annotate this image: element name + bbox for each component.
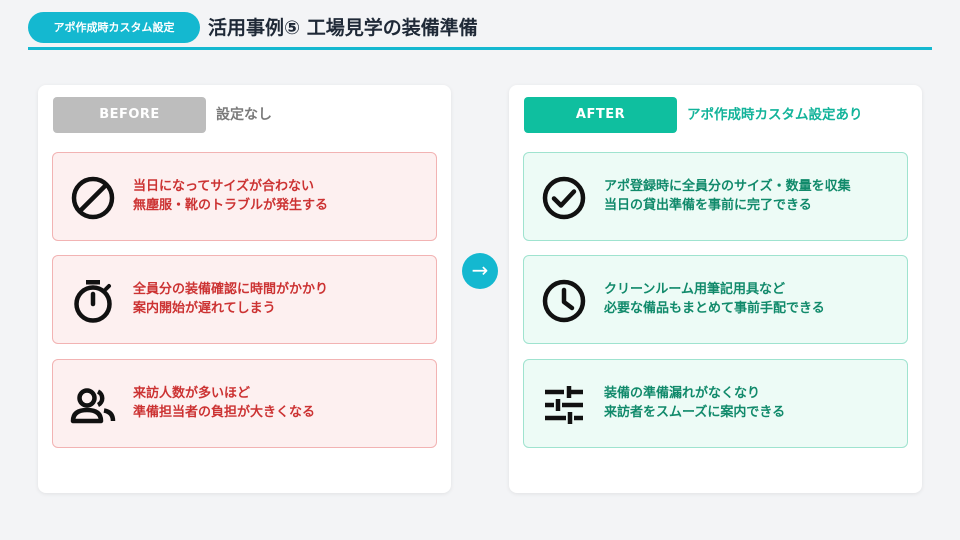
before-panel: BEFORE 設定なし 当日になってサイズが合わない 無塵服・靴のトラブルが発生… — [38, 85, 451, 493]
before-card-3-text: 来訪人数が多いほど 準備担当者の負担が大きくなる — [133, 386, 316, 420]
before-card-1-text: 当日になってサイズが合わない 無塵服・靴のトラブルが発生する — [133, 179, 329, 213]
sliders-icon — [540, 381, 588, 429]
before-card-1: 当日になってサイズが合わない 無塵服・靴のトラブルが発生する — [52, 152, 437, 241]
after-caption: アポ作成時カスタム設定あり — [687, 107, 863, 123]
people-icon — [69, 381, 117, 429]
after-panel: AFTER アポ作成時カスタム設定あり アポ登録時に全員分のサイズ・数量を収集 … — [509, 85, 922, 493]
after-label: AFTER — [524, 97, 677, 133]
prohibited-icon — [69, 174, 117, 222]
arrow-right-icon: → — [462, 253, 498, 289]
after-card-3: 装備の準備漏れがなくなり 来訪者をスムーズに案内できる — [523, 359, 908, 448]
header: アポ作成時カスタム設定 活用事例⑤ 工場見学の装備準備 — [28, 12, 932, 52]
clock-icon — [540, 277, 588, 325]
after-card-2-text: クリーンルーム用筆記用具など 必要な備品もまとめて事前手配できる — [604, 282, 825, 316]
before-card-3: 来訪人数が多いほど 準備担当者の負担が大きくなる — [52, 359, 437, 448]
before-card-2: 全員分の装備確認に時間がかかり 案内開始が遅れてしまう — [52, 255, 437, 344]
header-divider — [28, 47, 932, 50]
after-card-3-text: 装備の準備漏れがなくなり 来訪者をスムーズに案内できる — [604, 386, 786, 420]
stopwatch-icon — [69, 277, 117, 325]
before-label: BEFORE — [53, 97, 206, 133]
category-tag: アポ作成時カスタム設定 — [28, 12, 200, 43]
check-circle-icon — [540, 174, 588, 222]
page-title: 活用事例⑤ 工場見学の装備準備 — [208, 17, 478, 39]
after-card-2: クリーンルーム用筆記用具など 必要な備品もまとめて事前手配できる — [523, 255, 908, 344]
before-caption: 設定なし — [216, 107, 272, 123]
after-card-1: アポ登録時に全員分のサイズ・数量を収集 当日の貸出準備を事前に完了できる — [523, 152, 908, 241]
after-card-1-text: アポ登録時に全員分のサイズ・数量を収集 当日の貸出準備を事前に完了できる — [604, 179, 851, 213]
before-card-2-text: 全員分の装備確認に時間がかかり 案内開始が遅れてしまう — [133, 282, 329, 316]
